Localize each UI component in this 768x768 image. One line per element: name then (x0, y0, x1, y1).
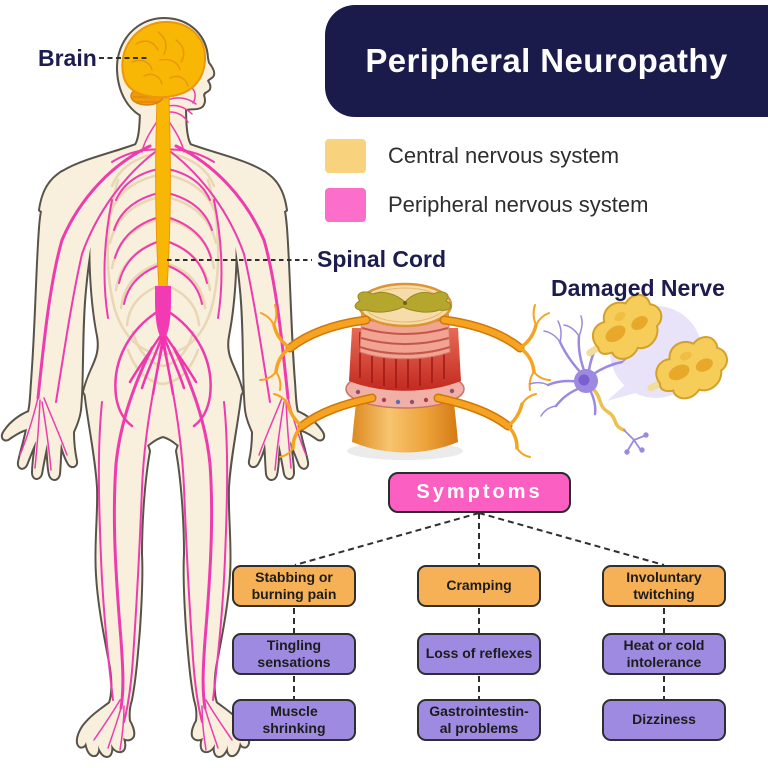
pns-color-swatch (325, 188, 366, 222)
cns-legend-label: Central nervous system (388, 143, 620, 168)
symptom-box-muscle-shrinking: Muscle shrinking (232, 699, 356, 741)
symptom-box-loss-of-reflexes: Loss of reflexes (417, 633, 541, 675)
legend-item-pns: Peripheral nervous system (325, 188, 648, 222)
symptom-box-involuntary-twitching: Involuntary twitching (602, 565, 726, 607)
body-nervous-system-illustration (0, 17, 326, 758)
neuron-terminals (623, 429, 649, 455)
symptom-box-stabbing-burning-pain: Stabbing or burning pain (232, 565, 356, 607)
brain-label: Brain (38, 45, 97, 71)
symptom-box-cramping: Cramping (417, 565, 541, 607)
pns-legend-label: Peripheral nervous system (388, 192, 649, 217)
symptom-box-dizziness: Dizziness (602, 699, 726, 741)
damaged-nerve-illustration (529, 285, 736, 455)
spinal-cord-label: Spinal Cord (317, 246, 447, 272)
spinal-cord-cross-section-illustration (259, 282, 550, 460)
cns-color-swatch (325, 139, 366, 173)
title-banner: Peripheral Neuropathy (325, 5, 768, 117)
connector-lines (99, 57, 665, 699)
legend-item-cns: Central nervous system (325, 139, 619, 173)
neuron-nucleus (578, 374, 590, 386)
central-nervous-system (121, 20, 207, 336)
damaged-nerve-label: Damaged Nerve (551, 275, 725, 301)
gray-matter-butterfly (354, 291, 452, 313)
symptom-box-tingling-sensations: Tingling sensations (232, 633, 356, 675)
cauda-equina (128, 330, 198, 396)
neuron-axon (592, 388, 626, 432)
page-title: Peripheral Neuropathy (365, 42, 728, 79)
symptom-box-heat-cold-intolerance: Heat or cold intolerance (602, 633, 726, 675)
symptoms-header: Symptoms (388, 472, 571, 513)
symptom-box-gastrointestinal-problems: Gastrointestin- al problems (417, 699, 541, 741)
